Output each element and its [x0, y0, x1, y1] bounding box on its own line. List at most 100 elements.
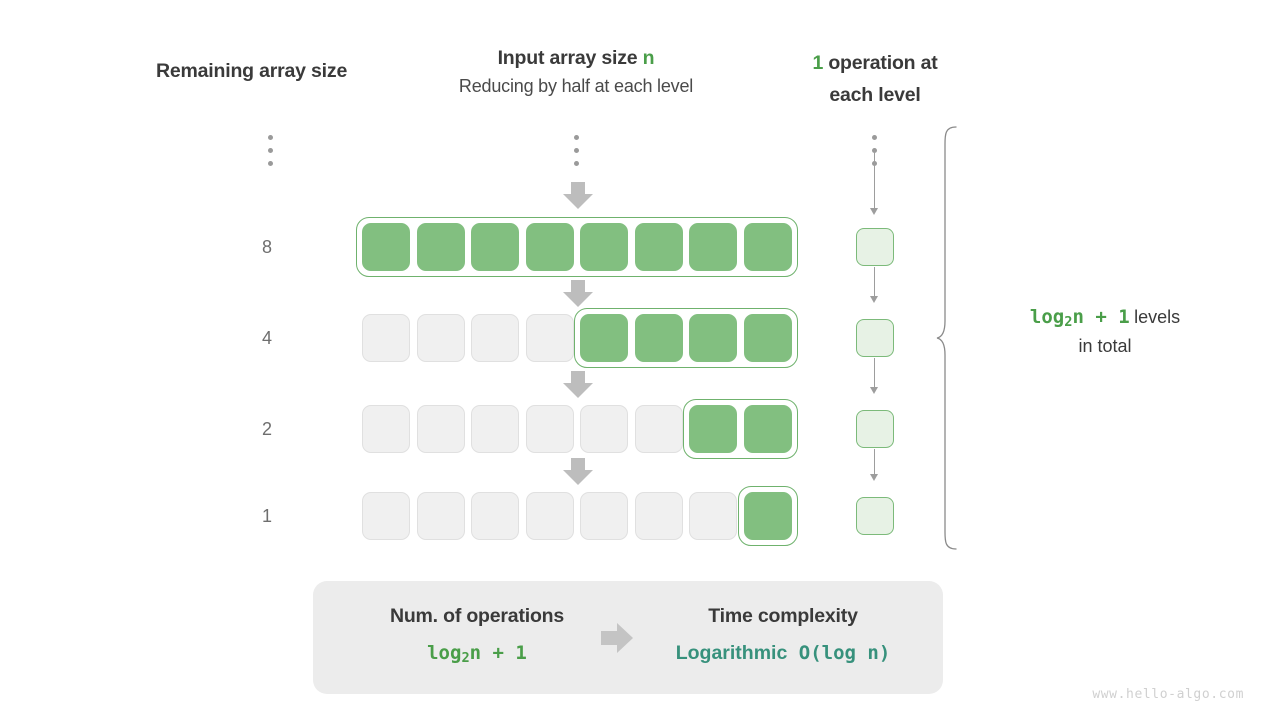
levels-annotation-line2: in total	[1078, 335, 1132, 356]
array-cell-empty	[525, 314, 574, 362]
arrow-shaft	[571, 182, 585, 195]
active-segment-outline	[356, 217, 798, 277]
array-cell-active	[525, 223, 574, 271]
header-operations-per-level: 1 operation at each level	[780, 47, 970, 111]
summary-operations-suffix: n + 1	[469, 642, 527, 664]
array-cell-empty	[471, 492, 519, 540]
arrow-shaft	[601, 631, 618, 645]
array-cell-empty	[471, 405, 519, 453]
arrow-shaft	[571, 280, 585, 293]
array-cell-empty	[580, 492, 628, 540]
operation-connector-head-1	[870, 296, 878, 303]
array-cell-empty	[525, 492, 574, 540]
levels-formula-suffix: n + 1	[1072, 306, 1130, 328]
dot	[268, 148, 273, 153]
arrow-head	[563, 194, 593, 209]
summary-operations-title: Num. of operations	[389, 605, 565, 627]
operation-box-level-8	[856, 228, 894, 266]
array-cell-active	[743, 223, 792, 271]
operation-connector-head-3	[870, 474, 878, 481]
array-cell-active	[580, 223, 628, 271]
active-segment-outline	[574, 308, 798, 368]
summary-complexity-word: Logarithmic	[675, 642, 788, 664]
header-operations-line2: each level	[829, 84, 921, 107]
arrow-shaft	[571, 458, 585, 471]
array-cell-empty	[416, 492, 465, 540]
array-cell-active	[416, 223, 465, 271]
dot	[268, 161, 273, 166]
array-cell-empty	[689, 492, 737, 540]
operation-connector-2	[874, 358, 876, 388]
levels-formula-subscript: 2	[1064, 314, 1073, 330]
dot	[574, 161, 579, 166]
array-cell-active	[743, 492, 792, 540]
array-cell-active	[689, 223, 737, 271]
operation-box-level-1	[856, 497, 894, 535]
array-cell-empty	[416, 405, 465, 453]
arrow-head	[563, 383, 593, 398]
watermark: www.hello-algo.com	[1092, 687, 1244, 702]
array-cell-active	[743, 314, 792, 362]
levels-formula: log2n + 1	[1029, 306, 1130, 330]
dot	[574, 148, 579, 153]
array-row-8	[356, 217, 798, 277]
summary-panel: Num. of operations log2n + 1 Time comple…	[313, 581, 943, 694]
header-input-array-size-accent: n	[642, 47, 655, 69]
array-cell-empty	[634, 492, 683, 540]
array-cell-empty	[525, 405, 574, 453]
levels-brace	[936, 126, 966, 555]
array-cell-active	[689, 314, 737, 362]
summary-operations-subscript: 2	[461, 650, 470, 666]
arrow-head	[563, 292, 593, 307]
row-label-1: 1	[261, 506, 272, 526]
operation-connector-1	[874, 267, 876, 297]
summary-operations-value: log2n + 1	[337, 642, 617, 666]
array-cell-active	[580, 314, 628, 362]
array-cell-active	[634, 314, 683, 362]
operation-connector-head-2	[870, 387, 878, 394]
summary-complexity: Time complexity Logarithmic O(log n)	[643, 605, 923, 665]
active-segment-outline	[737, 486, 798, 546]
summary-complexity-value: Logarithmic O(log n)	[643, 642, 923, 665]
array-row-4	[362, 308, 798, 368]
header-remaining-array-size: Remaining array size	[156, 60, 348, 82]
levels-annotation-word: levels	[1134, 307, 1181, 327]
operation-connector-0	[874, 150, 876, 212]
dot	[268, 135, 273, 140]
row-label-2: 2	[261, 419, 272, 439]
array-cell-empty	[416, 314, 465, 362]
summary-operations: Num. of operations log2n + 1	[337, 605, 617, 666]
levels-annotation: log2n + 1 levels in total	[975, 303, 1235, 360]
array-cell-active	[362, 223, 410, 271]
arrow-shaft	[571, 371, 585, 384]
operation-box-level-2	[856, 410, 894, 448]
array-row-2	[362, 399, 798, 459]
header-operations-accent: 1	[812, 52, 824, 74]
array-cell-active	[743, 405, 792, 453]
summary-operations-log: log	[427, 642, 462, 664]
active-segment-outline	[683, 399, 798, 459]
header-input-array-size-line1: Input array size n	[400, 47, 752, 70]
header-input-array-size-text: Input array size	[497, 47, 643, 69]
row-label-8: 8	[261, 237, 272, 257]
row-label-4: 4	[261, 328, 272, 348]
operation-connector-head-0	[870, 208, 878, 215]
dot	[574, 135, 579, 140]
levels-formula-log: log	[1029, 306, 1065, 328]
ellipsis-left	[268, 135, 273, 166]
array-cell-empty	[471, 314, 519, 362]
array-cell-empty	[362, 405, 410, 453]
arrow-head	[563, 470, 593, 485]
array-cell-empty	[362, 314, 410, 362]
operation-box-level-4	[856, 319, 894, 357]
array-cell-active	[634, 223, 683, 271]
array-cell-empty	[362, 492, 410, 540]
levels-annotation-line1: log2n + 1 levels	[975, 303, 1235, 333]
header-input-array-size-subtitle: Reducing by half at each level	[458, 76, 694, 96]
operation-column	[856, 150, 896, 550]
operation-connector-3	[874, 449, 876, 475]
brace-icon	[936, 126, 957, 550]
arrow-head	[617, 623, 633, 653]
ellipsis-middle	[574, 135, 579, 166]
array-cell-active	[471, 223, 519, 271]
